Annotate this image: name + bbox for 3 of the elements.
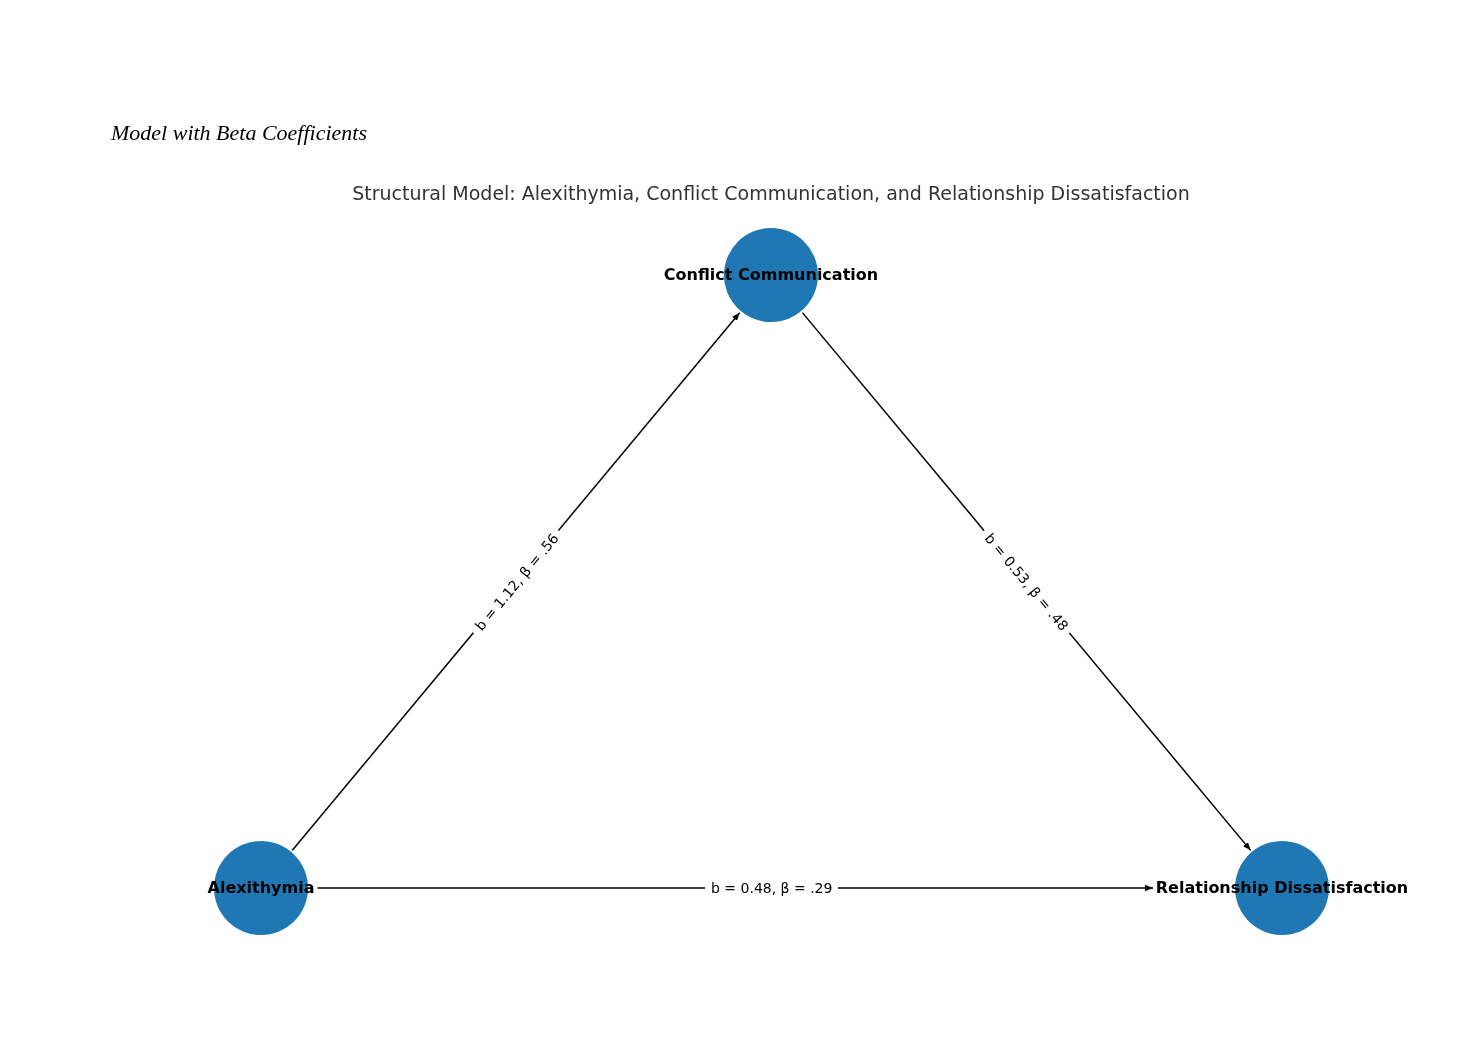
edge-label: b = 0.48, β = .29 [705,879,839,897]
figure-title: Model with Beta Coefficients [111,120,367,146]
chart-title: Structural Model: Alexithymia, Conflict Communication, and Relationship Dissatisfaction [351,182,1191,204]
